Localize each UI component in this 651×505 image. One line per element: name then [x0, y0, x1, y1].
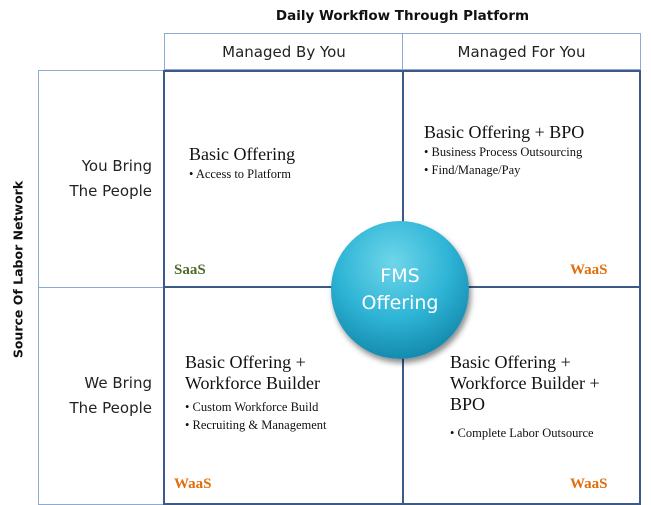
row-header-line: We Bring — [84, 374, 152, 392]
quadrant-title: Basic Offering + Workforce Builder + BPO — [450, 352, 600, 415]
circle-label-line1: FMS — [380, 265, 420, 287]
waas-tag: WaaS — [570, 262, 608, 278]
fms-offering-circle: FMS Offering — [331, 221, 469, 359]
quadrant-title: Basic Offering — [189, 144, 296, 164]
column-header-managed-for-you: Managed For You — [402, 33, 641, 70]
title-line: BPO — [450, 394, 486, 414]
title-line: Workforce Builder + — [450, 373, 600, 393]
waas-tag: WaaS — [174, 476, 212, 492]
row-axis-title: Source Of Labor Network — [10, 180, 26, 359]
bullet-item: • Recruiting & Management — [185, 418, 327, 432]
row-header-line: You Bring — [81, 157, 152, 175]
quadrant-title: Basic Offering + BPO — [424, 122, 585, 142]
column-axis-title: Daily Workflow Through Platform — [275, 8, 530, 24]
title-line: Workforce Builder — [185, 373, 320, 393]
quadrant-bullets: • Custom Workforce Build • Recruiting & … — [185, 398, 327, 434]
quadrant-bullets: • Business Process Outsourcing • Find/Ma… — [424, 143, 582, 179]
quadrant-title: Basic Offering + Workforce Builder — [185, 352, 320, 394]
column-header-managed-by-you: Managed By You — [164, 33, 404, 70]
row-header-you-bring: You Bring The People — [38, 70, 164, 288]
circle-label-line2: Offering — [361, 292, 439, 314]
title-line: Basic Offering + — [185, 352, 306, 372]
bullet-item: • Find/Manage/Pay — [424, 163, 521, 177]
bullet-item: • Complete Labor Outsource — [450, 426, 594, 440]
quadrant-top-left: Basic Offering • Access to Platform SaaS — [163, 70, 404, 288]
row-header-we-bring: We Bring The People — [38, 287, 164, 505]
saas-tag: SaaS — [174, 262, 206, 278]
title-line: Basic Offering + — [450, 352, 571, 372]
quadrant-bullets: • Complete Labor Outsource — [450, 424, 594, 442]
bullet-item: • Custom Workforce Build — [185, 400, 319, 414]
bullet-item: • Business Process Outsourcing — [424, 145, 583, 159]
row-header-line: The People — [69, 399, 153, 417]
bullet-item: • Access to Platform — [189, 167, 291, 181]
waas-tag: WaaS — [570, 476, 608, 492]
row-header-line: The People — [69, 182, 153, 200]
quadrant-bullets: • Access to Platform — [189, 165, 291, 183]
